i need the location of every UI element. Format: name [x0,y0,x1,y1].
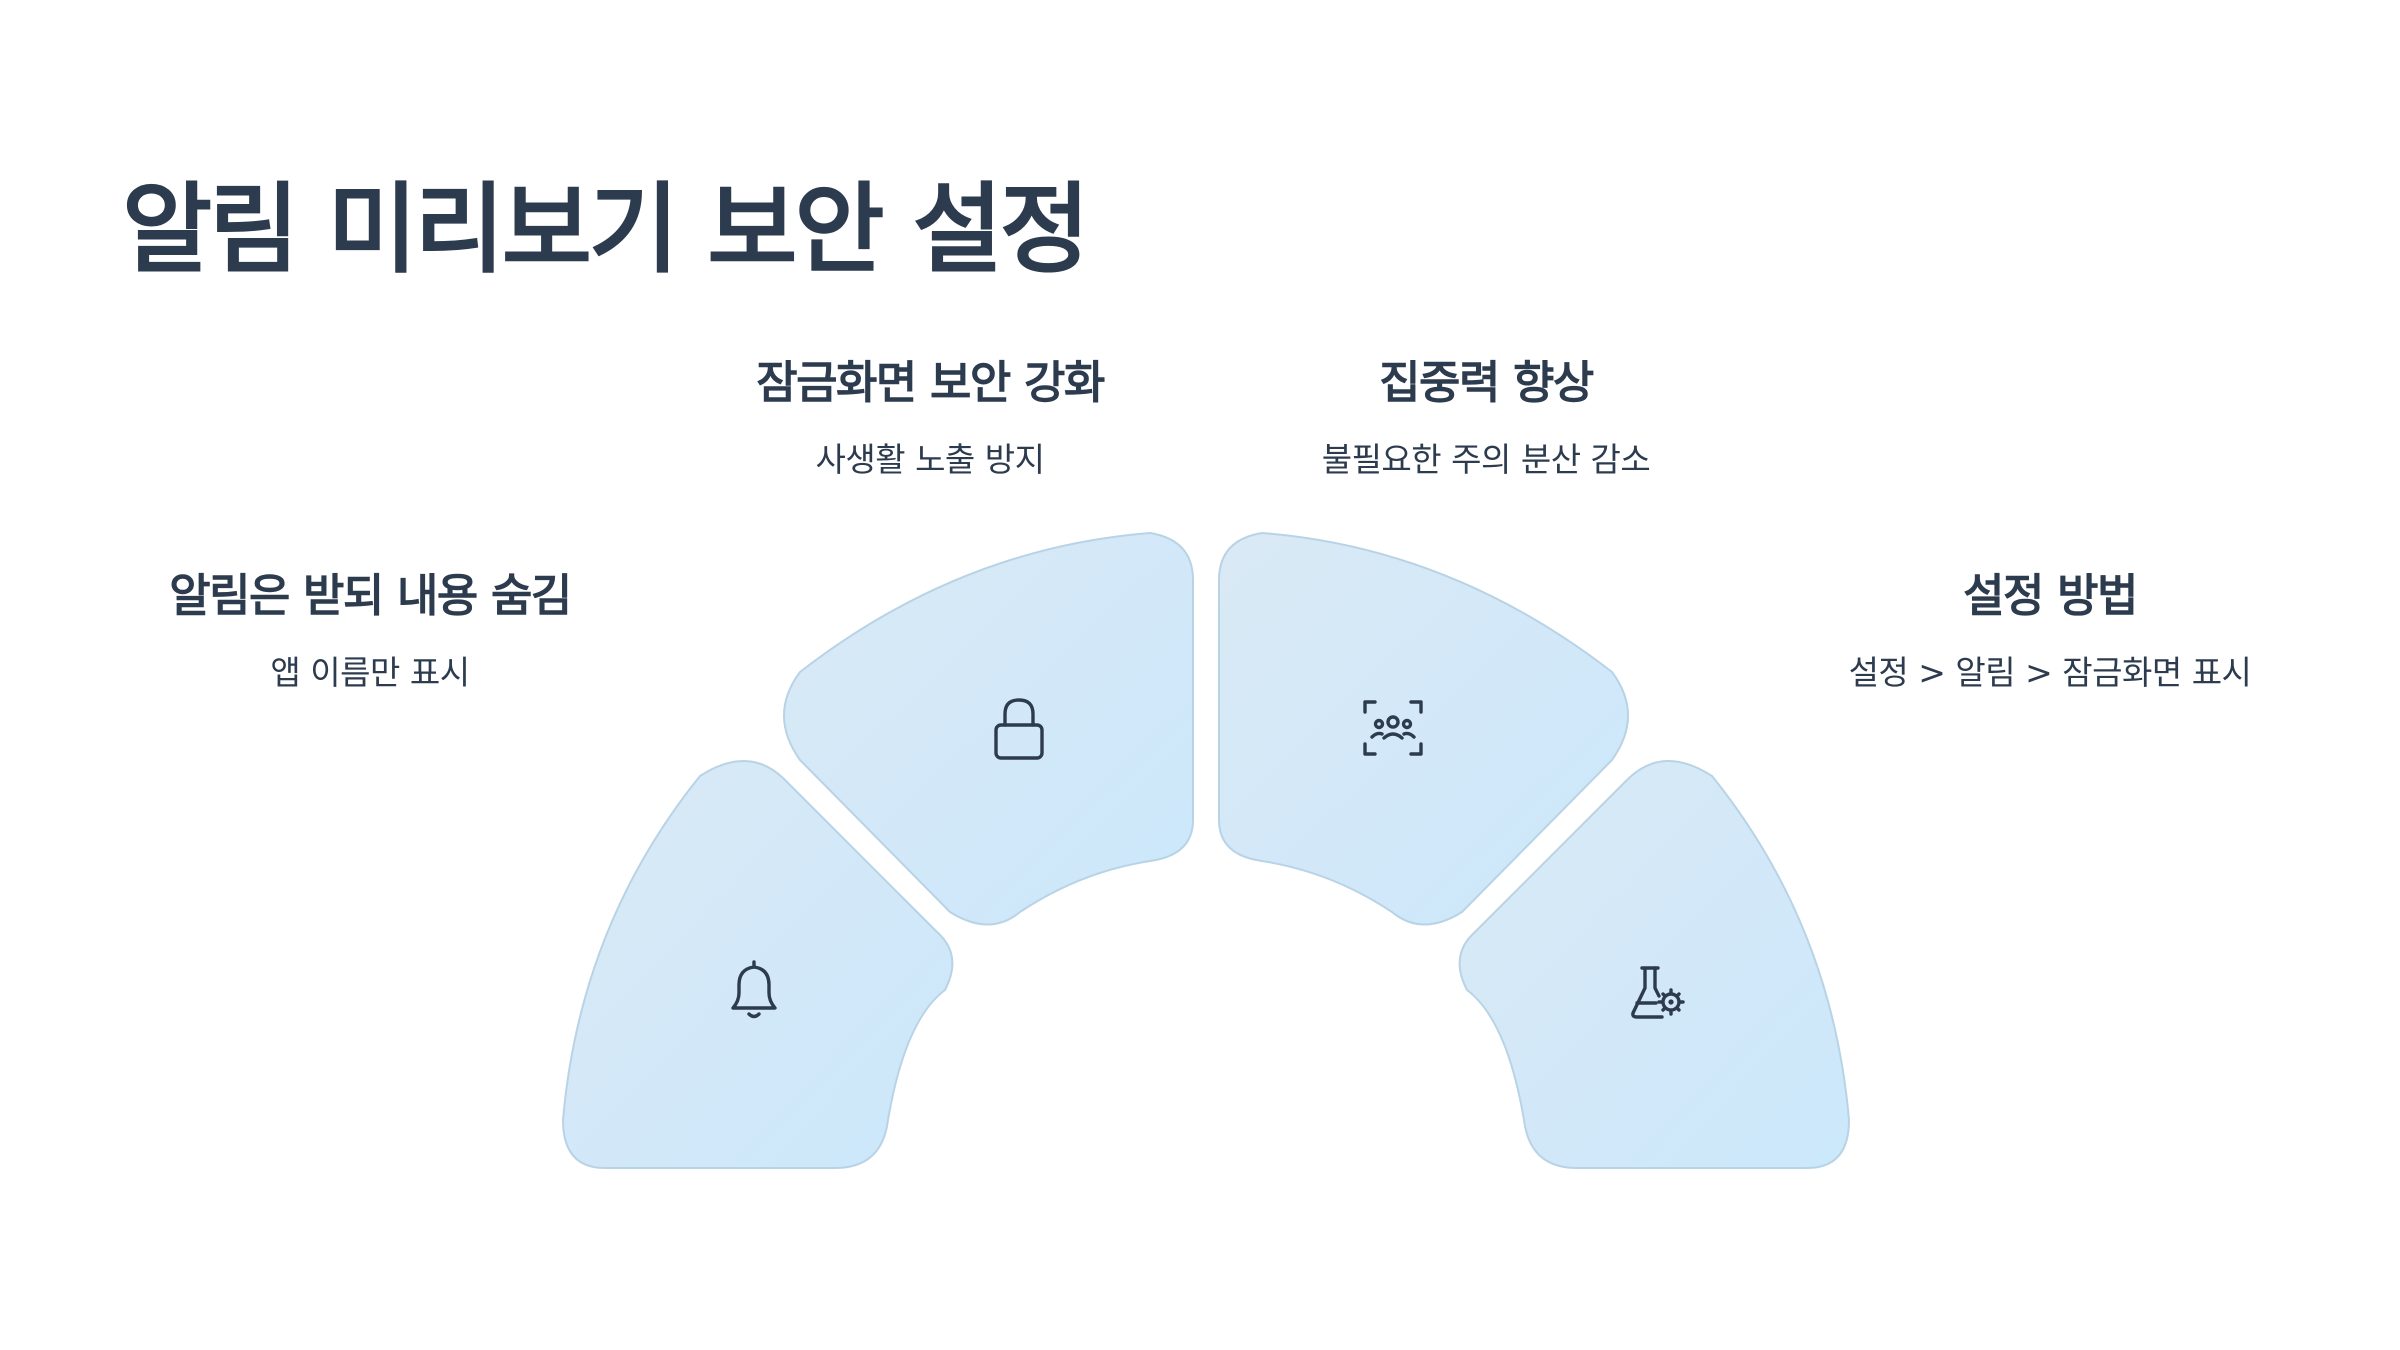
segment-label-lockscreen: 잠금화면 보안 강화 사생활 노출 방지 [680,355,1180,481]
segment-focus [1218,532,1629,926]
segment-description: 앱 이름만 표시 [270,653,470,692]
segment-label-focus: 집중력 향상 불필요한 주의 분산 감소 [1236,355,1736,481]
segment-description: 불필요한 주의 분산 감소 [1321,440,1651,479]
lock-icon [994,698,1044,760]
segment-shape [1458,760,1850,1169]
segment-heading: 알림은 받되 내용 숨김 [169,569,572,622]
segment-heading: 설정 방법 [1963,569,2138,622]
segment-heading: 집중력 향상 [1379,356,1594,409]
segment-shape [562,760,954,1169]
page-title: 알림 미리보기 보안 설정 [122,173,1090,287]
segment-label-settings: 설정 방법 설정 > 알림 > 잠금화면 표시 [1780,568,2320,694]
bell-icon [731,960,777,1019]
segment-description: 설정 > 알림 > 잠금화면 표시 [1848,653,2252,692]
segment-description: 사생활 노출 방지 [815,440,1046,479]
flask-gear-icon [1631,966,1685,1019]
segment-heading: 잠금화면 보안 강화 [756,356,1105,409]
people-focus-icon [1363,700,1423,756]
segment-settings [1458,760,1850,1169]
segment-shape [783,532,1194,926]
segment-label-notification: 알림은 받되 내용 숨김 앱 이름만 표시 [120,568,620,694]
segment-shape [1218,532,1629,926]
segment-notification [562,760,954,1169]
segment-lockscreen [783,532,1194,926]
